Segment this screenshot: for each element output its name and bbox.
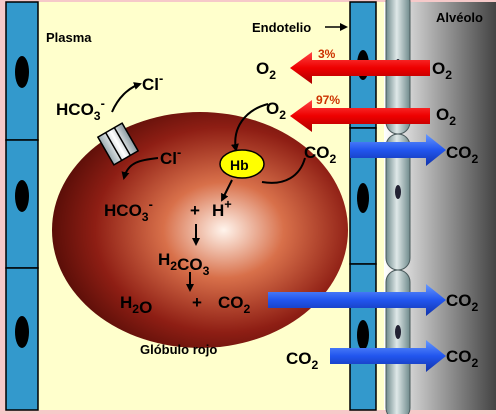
- cl-cell-label: Cl-: [160, 144, 181, 168]
- co2-alveolus-label-1: CO2: [446, 143, 479, 166]
- carbonic-acid-label: H2CO3: [158, 250, 210, 278]
- membrane-cell: [385, 269, 411, 414]
- co2-cell-out-arrow: [268, 284, 446, 316]
- nucleus: [15, 316, 29, 348]
- hco3-out-arrow: [111, 82, 142, 113]
- o2-hb-arrow: [290, 100, 430, 132]
- o2-to-hb-arrow: [230, 103, 269, 152]
- h-ion-label: H+: [212, 196, 232, 220]
- nucleus: [395, 325, 401, 339]
- hco3-plasma-label: HCO3-: [56, 95, 105, 123]
- o2-plasma-label-1: O2: [256, 59, 276, 82]
- cl-plasma-label: Cl-: [142, 70, 163, 94]
- co2-hb-binding-line: [261, 157, 306, 184]
- endothelium-label: Endotelio: [252, 20, 311, 35]
- co2-plasma-label: CO2: [286, 349, 319, 372]
- co2-plasma-out-arrow: [330, 340, 446, 372]
- co2-cell-label: CO2: [218, 293, 251, 316]
- left-endothelium: [5, 1, 39, 411]
- plus-sign-2: +: [192, 293, 202, 312]
- nucleus: [357, 183, 369, 213]
- water-label: H2O: [120, 293, 152, 317]
- cl-in-arrow: [121, 157, 159, 180]
- nucleus: [395, 185, 401, 199]
- hb-label: Hb: [230, 157, 249, 173]
- red-cell-label: Glóbulo rojo: [140, 342, 217, 357]
- o2-dissolved-percent: 3%: [318, 47, 336, 61]
- co2-alveolus-label-3: CO2: [446, 347, 479, 370]
- co2-alveolus-label-2: CO2: [446, 291, 479, 314]
- chloride-bicarbonate-exchanger: [96, 122, 140, 166]
- o2-hb-percent: 97%: [316, 93, 340, 107]
- nucleus: [357, 320, 369, 350]
- nucleus: [15, 56, 29, 88]
- hemoglobin: [219, 149, 265, 179]
- plus-sign-1: +: [190, 201, 200, 220]
- o2-alveolus-label-2: O2: [436, 105, 456, 128]
- o2-dissolved-arrow: [290, 52, 430, 84]
- nucleus: [15, 180, 29, 212]
- plasma-label: Plasma: [46, 30, 92, 45]
- hb-to-h-arrow: [221, 179, 233, 202]
- hco3-cell-label: HCO3-: [104, 196, 153, 224]
- co2-hb-out-arrow: [350, 134, 446, 166]
- alveolus-label: Alvéolo: [436, 10, 483, 25]
- o2-alveolus-label-1: O2: [432, 59, 452, 82]
- o2-plasma-label-2: O2: [266, 99, 286, 122]
- co2-hb-label: CO2: [304, 143, 337, 166]
